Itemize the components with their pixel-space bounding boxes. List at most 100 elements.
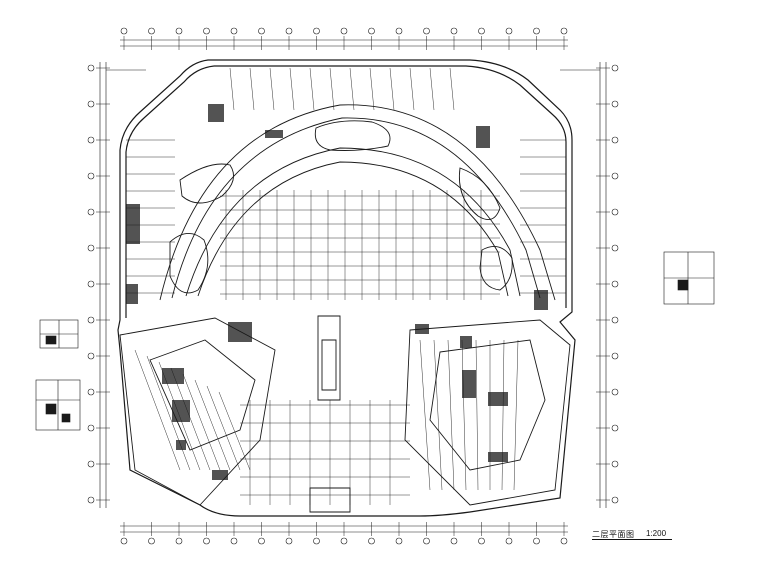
grid-bubble-top [533, 27, 540, 35]
grid-bubble-bottom [395, 537, 403, 545]
detail-right [663, 251, 715, 305]
title-underline [592, 539, 672, 540]
grid-bubble-bottom [230, 537, 238, 545]
partition-line [269, 67, 275, 111]
grid-bubble-top [285, 27, 293, 35]
hatched-core [172, 400, 190, 422]
grid-bubble-left [87, 316, 95, 324]
grid-bubble-top [560, 27, 568, 35]
partition-line [218, 391, 251, 471]
interior-partitions [126, 67, 566, 505]
hatched-core [534, 290, 548, 310]
grid-bubble-bottom [450, 537, 458, 545]
grid-bubble-top [203, 27, 210, 35]
grid-bubble-left [87, 172, 95, 180]
grid-bubble-right [611, 208, 619, 216]
grid-bubble-top [478, 27, 485, 35]
partition-line [369, 67, 375, 111]
partition-line [194, 379, 231, 471]
grid-bubble-bottom [505, 537, 513, 545]
partition-line [461, 339, 467, 491]
partition-line [501, 339, 505, 491]
grid-bubble-left [87, 424, 95, 432]
partition-line [449, 67, 455, 111]
partition-line [429, 67, 435, 111]
grid-bubble-left [87, 208, 95, 216]
grid-bubble-left [87, 460, 95, 468]
hatched-core [212, 470, 228, 480]
grid-bubble-top [505, 27, 513, 35]
partition-line [229, 67, 235, 111]
hatched-core [462, 370, 476, 398]
grid-bubble-bottom [533, 537, 540, 545]
partition-line [419, 339, 431, 491]
grid-bubble-top [313, 27, 320, 35]
grid-bubble-right [611, 244, 619, 252]
hatched-core [126, 204, 140, 244]
grid-bubble-left [87, 136, 95, 144]
grid-bubble-top [120, 27, 128, 35]
grid-bubble-right [611, 424, 619, 432]
hatched-core [176, 440, 186, 450]
partition-line [349, 67, 355, 111]
grid-bubble-left [87, 100, 95, 108]
grid-bubble-bottom [313, 537, 320, 545]
partition-line [513, 339, 519, 491]
partition-line [309, 67, 315, 111]
drawing-title-block: 二层平面图 1:200 [592, 529, 702, 549]
grid-bubble-right [611, 64, 619, 72]
hatched-core [265, 130, 283, 138]
hatched-core [208, 104, 224, 122]
grid-axis-ticks [96, 36, 610, 536]
core-hatching [126, 104, 548, 480]
grid-bubble-top [340, 27, 348, 35]
hatched-core [126, 284, 138, 304]
partition-line [170, 367, 211, 471]
drawing-title: 二层平面图 [592, 530, 635, 539]
grid-bubble-bottom [175, 537, 183, 545]
grid-bubble-right [611, 460, 619, 468]
grid-bubble-top [148, 27, 155, 35]
hatched-core [476, 126, 490, 148]
hatched-core [460, 336, 472, 348]
grid-bubble-bottom [203, 537, 210, 545]
grid-bubble-bottom [148, 537, 155, 545]
grid-bubble-left [87, 64, 95, 72]
grid-bubble-right [611, 136, 619, 144]
partition-line [182, 373, 221, 471]
grid-bubble-right [611, 388, 619, 396]
hatched-core [228, 322, 252, 342]
hatched-core [415, 324, 429, 334]
drawing-scale: 1:200 [646, 529, 667, 538]
partition-line [134, 349, 181, 471]
grid-bubble-top [450, 27, 458, 35]
grid-bubble-right [611, 316, 619, 324]
hatched-core [488, 452, 508, 462]
grid-bubble-right [611, 100, 619, 108]
grid-bubble-top [395, 27, 403, 35]
grid-bubble-right [611, 352, 619, 360]
partition-line [249, 67, 255, 111]
grid-bubble-right [611, 496, 619, 504]
grid-bubble-bottom [478, 537, 485, 545]
grid-bubble-left [87, 280, 95, 288]
grid-bubble-left [87, 496, 95, 504]
building-outline [117, 59, 576, 517]
lower-wings [119, 315, 571, 513]
hatched-core [488, 392, 508, 406]
partition-line [206, 385, 241, 471]
partition-line [447, 339, 455, 491]
grid-bubble-left [87, 244, 95, 252]
grid-bubble-bottom [285, 537, 293, 545]
atrium-ring [159, 104, 556, 301]
grid-bubble-top [230, 27, 238, 35]
partition-line [389, 67, 395, 111]
detail-left-1 [39, 319, 79, 349]
partition-line [146, 355, 191, 471]
grid-bubble-top [423, 27, 430, 35]
partition-line [289, 67, 295, 111]
grid-bubble-right [611, 172, 619, 180]
grid-bubble-bottom [423, 537, 430, 545]
grid-bubble-left [87, 388, 95, 396]
